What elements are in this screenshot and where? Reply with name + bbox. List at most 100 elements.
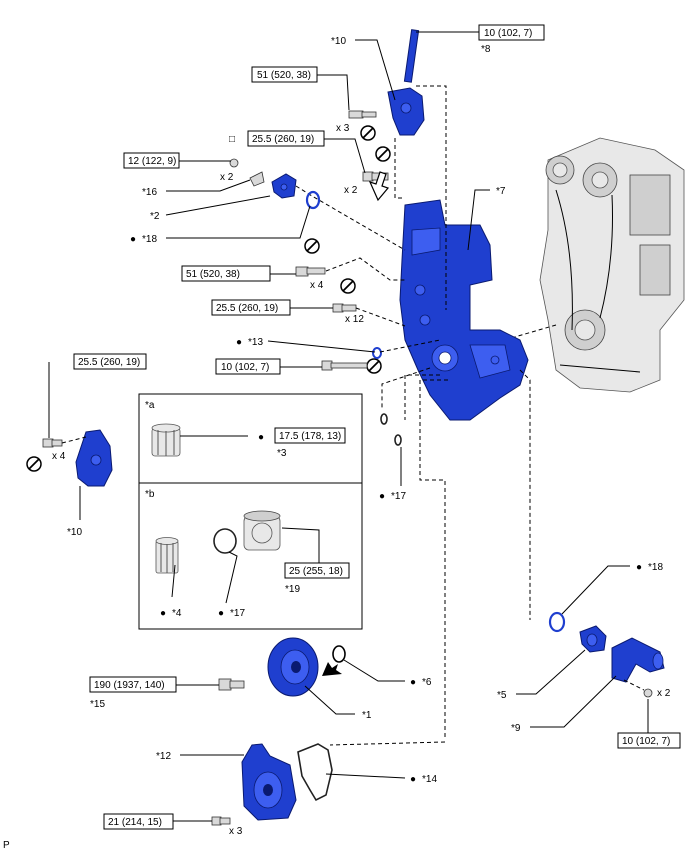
seal-arrow: [322, 662, 342, 676]
filter-cap: [243, 510, 281, 551]
callout-12: *12: [156, 751, 171, 762]
bullet-17-5: ●: [258, 432, 264, 443]
oring-small-b: [394, 434, 402, 446]
torque-10-right-text: 10 (102, 7): [622, 736, 670, 747]
callout-8: *8: [481, 44, 491, 55]
long-bolt: [403, 29, 420, 83]
qty-x4-mid: x 4: [310, 280, 324, 291]
callout-17: *17: [391, 491, 406, 502]
inlet-bolt: [643, 688, 653, 698]
callout-2: *2: [150, 211, 160, 222]
oring-small-a: [380, 413, 388, 425]
torque-51-mid-text: 51 (520, 38): [186, 269, 240, 280]
crank-pulley: [267, 637, 319, 697]
oil-filter-element: [155, 537, 179, 574]
oil-filter-a: [151, 423, 181, 457]
callout-6: *6: [422, 677, 432, 688]
callout-3: *3: [277, 448, 287, 459]
bolt13-dash: [379, 339, 441, 353]
callout-5: *5: [497, 690, 507, 701]
dash-d: [519, 369, 531, 620]
callout-9: *9: [511, 723, 521, 734]
torque-17-5-text: 17.5 (178, 13): [279, 431, 341, 442]
torque-21: 21 (214, 15): [103, 813, 174, 830]
water-pump: [241, 743, 297, 821]
timing-chain-cover: [399, 199, 529, 421]
torque-17-5: 17.5 (178, 13): [274, 427, 346, 444]
callout-7: *7: [496, 186, 506, 197]
torque-top-right-text: 10 (102, 7): [484, 28, 532, 39]
torque-10-right: 10 (102, 7): [617, 732, 681, 749]
pump-bolt: [211, 816, 231, 826]
leader-lines: [48, 31, 649, 822]
water-inlet: [611, 637, 665, 683]
bolt-top-x3: [348, 110, 377, 119]
pulley-bolt: [218, 678, 245, 691]
x4-dash: [325, 257, 405, 281]
thermostat: [579, 625, 607, 653]
torque-top-right: 10 (102, 7): [478, 24, 545, 41]
corner-letter: P: [3, 840, 10, 851]
bullet-14: ●: [410, 774, 416, 785]
oring-18-left: [305, 190, 321, 210]
torque-51-top-text: 51 (520, 38): [257, 70, 311, 81]
torque-25-5-left-text: 25.5 (260, 19): [78, 357, 140, 368]
left-bracket: [75, 429, 113, 487]
callout-15: *15: [90, 699, 105, 710]
torque-25-text: 25 (255, 18): [289, 566, 343, 577]
torque-25-5-top-text: 25.5 (260, 19): [252, 134, 314, 145]
bullet-17-inset: ●: [218, 608, 224, 619]
torque-10-mid: 10 (102, 7): [215, 358, 281, 375]
bullet-18-left: ●: [130, 234, 136, 245]
torque-190-text: 190 (1937, 140): [94, 680, 165, 691]
oil-seal: [332, 645, 346, 663]
dash-b: [404, 374, 440, 420]
torque-10-mid-text: 10 (102, 7): [221, 362, 269, 373]
qty-x12: x 12: [345, 314, 364, 325]
torque-21-text: 21 (214, 15): [108, 817, 162, 828]
bracket-2: [271, 173, 297, 199]
engine-block: [539, 137, 685, 393]
oring-18-right: [548, 611, 566, 633]
torque-12-text: 12 (122, 9): [128, 156, 176, 167]
bolt-left-x4: [42, 438, 63, 448]
callout-18-right: *18: [648, 562, 663, 573]
torque-25: 25 (255, 18): [284, 562, 350, 579]
torque-51-top: 51 (520, 38): [251, 66, 318, 83]
bolt-16: [229, 158, 265, 187]
qty-bottom-x3: x 3: [229, 826, 243, 837]
callout-b: *b: [145, 489, 155, 500]
callout-13: *13: [248, 337, 263, 348]
bullet-18-right: ●: [636, 562, 642, 573]
callout-4: *4: [172, 608, 182, 619]
torque-25-5-left: 25.5 (260, 19): [73, 353, 147, 370]
qty-left-x4: x 4: [52, 451, 66, 462]
torque-25-5-mid: 25.5 (260, 19): [211, 299, 291, 316]
dash-a: [381, 367, 431, 408]
bolts-x4: [295, 266, 326, 277]
pump-gasket: [297, 743, 333, 802]
callout-16: *16: [142, 187, 157, 198]
inlet-dash: [623, 679, 645, 691]
oring-17-inset: [213, 528, 237, 554]
torque-12: 12 (122, 9): [123, 152, 180, 169]
callout-10-left: *10: [67, 527, 82, 538]
bullet-13: ●: [236, 337, 242, 348]
callout-14: *14: [422, 774, 437, 785]
dash-e: [329, 741, 446, 746]
callout-1: *1: [362, 710, 372, 721]
bracket-dash: [394, 138, 404, 199]
qty-top-x3: x 3: [336, 123, 350, 134]
qty-right-x2: x 2: [657, 688, 671, 699]
bolt8-dash: [416, 85, 447, 310]
bullet-4: ●: [160, 608, 166, 619]
x12-dash: [355, 307, 406, 327]
dash-c: [419, 379, 448, 740]
bolt-13: [321, 347, 382, 371]
bolts-x12: [332, 303, 357, 313]
torque-51-mid: 51 (520, 38): [181, 265, 271, 282]
top-bracket: [387, 87, 425, 136]
small-square-marker: □: [229, 134, 235, 145]
torque-25-5-mid-text: 25.5 (260, 19): [216, 303, 278, 314]
